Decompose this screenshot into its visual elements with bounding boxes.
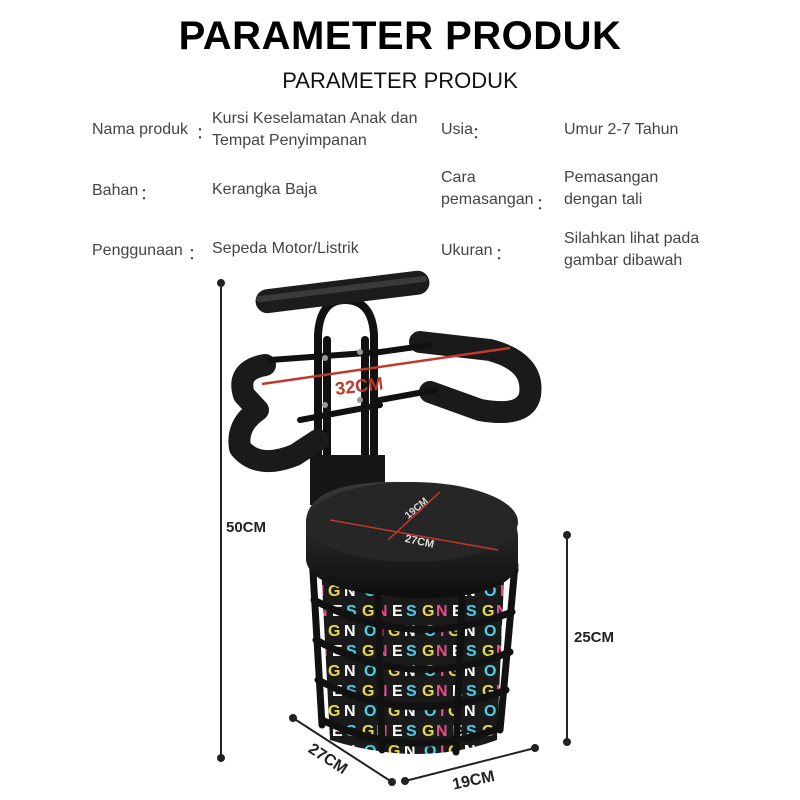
basket-height-guide bbox=[563, 531, 571, 746]
seat-depth-label: 27CM bbox=[404, 533, 435, 551]
spec-label: Usia bbox=[441, 121, 474, 138]
seat-cushion bbox=[306, 481, 519, 599]
spec-colon: ： bbox=[472, 125, 489, 142]
bolts bbox=[322, 349, 363, 408]
spec-value: Umur 2-7 Tahun bbox=[564, 121, 679, 138]
spec-label: Nama produk bbox=[92, 121, 189, 138]
handle-grip bbox=[255, 270, 430, 314]
basket-width-guide bbox=[401, 744, 539, 785]
arm-width-line bbox=[261, 346, 511, 386]
spec-value: Kerangka Baja bbox=[212, 181, 317, 198]
spec-value: Sepeda Motor/Listrik bbox=[212, 240, 359, 257]
spec-value: Kursi Keselamatan Anak dan Tempat Penyim… bbox=[212, 110, 418, 149]
basket-width-label: 19CM bbox=[451, 768, 496, 794]
spec-colon: ： bbox=[140, 186, 157, 203]
spec-label: Cara pemasangan bbox=[441, 169, 534, 208]
spec-colon: ： bbox=[196, 125, 213, 142]
page-title: PARAMETER PRODUK bbox=[178, 14, 622, 58]
spec-label: Ukuran bbox=[441, 242, 493, 259]
spec-colon: ： bbox=[536, 196, 553, 213]
basket-depth-label: 27CM bbox=[305, 740, 350, 778]
spec-value: Pemasangan dengan tali bbox=[564, 169, 659, 208]
page-subtitle: PARAMETER PRODUK bbox=[282, 68, 518, 93]
total-height-label: 50CM bbox=[226, 519, 266, 536]
basket-height-label: 25CM bbox=[574, 629, 614, 646]
total-height-guide bbox=[217, 279, 225, 762]
spec-colon: ： bbox=[188, 246, 205, 263]
spec-value: Silahkan lihat pada gambar dibawah bbox=[564, 230, 700, 269]
spec-colon: ： bbox=[495, 246, 512, 263]
seat-depth-line bbox=[329, 519, 499, 551]
spec-label: Penggunaan bbox=[92, 242, 183, 259]
armrests bbox=[228, 331, 542, 473]
spec-label: Bahan bbox=[92, 182, 139, 199]
basket-depth-guide bbox=[289, 714, 396, 786]
